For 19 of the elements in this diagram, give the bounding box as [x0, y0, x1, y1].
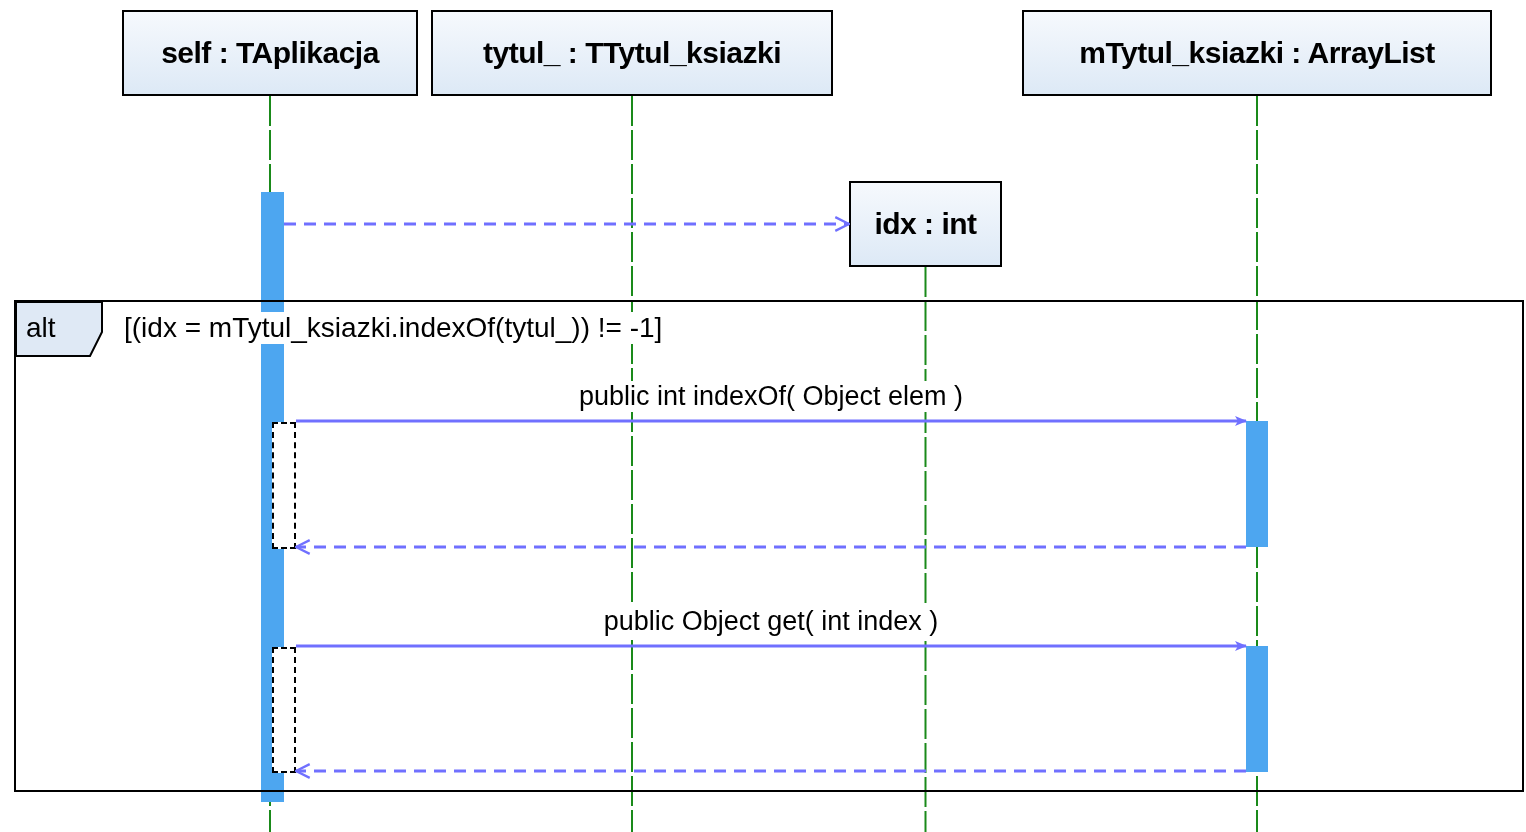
object-name: tytul_ : TTytul_ksiazki [483, 36, 781, 70]
lifeline-header-box [1022, 10, 1492, 96]
activation-bar [1246, 646, 1268, 772]
return-message-arrow [294, 539, 1246, 555]
lifeline-header-box [122, 10, 418, 96]
activation-bar [1246, 421, 1268, 547]
fragment-operator: alt [26, 312, 56, 344]
object-name: mTytul_ksiazki : ArrayList [1079, 36, 1435, 70]
message-arrow [296, 416, 1247, 426]
return-message-arrow [284, 216, 851, 232]
lifeline-header-box [849, 181, 1002, 267]
return-message-arrow [294, 763, 1246, 779]
nested-activation-box [272, 422, 296, 549]
guard-condition: [(idx = mTytul_ksiazki.indexOf(tytul_)) != -1] [124, 312, 663, 344]
nested-activation-box [272, 647, 296, 773]
message-arrow [296, 641, 1247, 651]
object-name: idx : int [874, 207, 977, 241]
lifeline-header-box [431, 10, 833, 96]
object-name: self : TAplikacja [161, 36, 379, 70]
